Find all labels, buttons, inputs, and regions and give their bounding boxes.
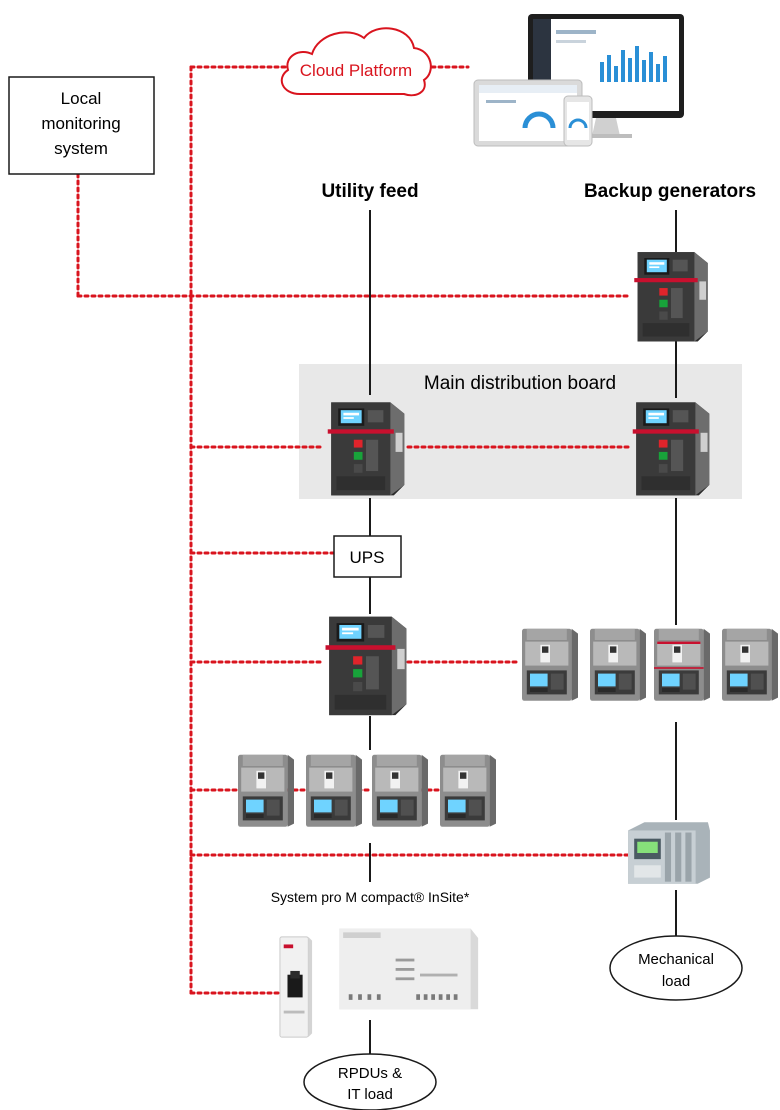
energy-meter-icon: [339, 928, 479, 1010]
air-circuit-breaker-icon: [632, 402, 710, 496]
backup-generators-heading: Backup generators: [584, 181, 756, 202]
local-monitoring-line-3: system: [54, 139, 108, 158]
air-circuit-breaker-icon: [327, 402, 405, 496]
cloud-platform-node: Cloud Platform: [280, 27, 432, 97]
local-monitoring-line-2: monitoring: [41, 114, 120, 133]
cloud-platform-label: Cloud Platform: [300, 61, 412, 80]
mechanical-load-node: Mechanical load: [609, 935, 743, 1001]
mechanical-load-line-2: load: [662, 973, 690, 990]
cloud-icon: [280, 27, 432, 97]
rpdus-it-load-node: RPDUs & IT load: [303, 1053, 437, 1110]
controller-module-icon: [628, 822, 710, 884]
ups-label: UPS: [350, 548, 385, 567]
dashboard-devices-icon: [473, 14, 684, 147]
utility-feed-heading: Utility feed: [321, 181, 418, 202]
system-pro-m-label: System pro M compact® InSite*: [271, 889, 470, 905]
molded-case-breaker-icon: [654, 629, 710, 701]
air-circuit-breaker-icon: [325, 616, 407, 716]
molded-case-breaker-icon: [306, 754, 362, 827]
data-link-network: [76, 65, 630, 995]
molded-case-breaker-icon: [590, 628, 646, 701]
molded-case-breaker-icon: [372, 754, 428, 827]
main-distribution-board-label: Main distribution board: [424, 373, 616, 394]
ups-node: UPS: [333, 535, 402, 578]
molded-case-breaker-icon: [522, 628, 578, 701]
molded-case-breaker-icon: [722, 628, 778, 701]
rpdus-it-load-line-2: IT load: [347, 1086, 393, 1103]
mechanical-load-line-1: Mechanical: [638, 951, 714, 968]
molded-case-breaker-icon: [440, 754, 496, 827]
local-monitoring-system-node: Local monitoring system: [8, 76, 155, 175]
molded-case-breaker-icon: [238, 754, 294, 827]
local-monitoring-line-1: Local: [61, 89, 102, 108]
miniature-breaker-icon: [279, 936, 313, 1038]
air-circuit-breaker-icon: [634, 252, 708, 342]
rpdus-it-load-line-1: RPDUs &: [338, 1065, 402, 1082]
